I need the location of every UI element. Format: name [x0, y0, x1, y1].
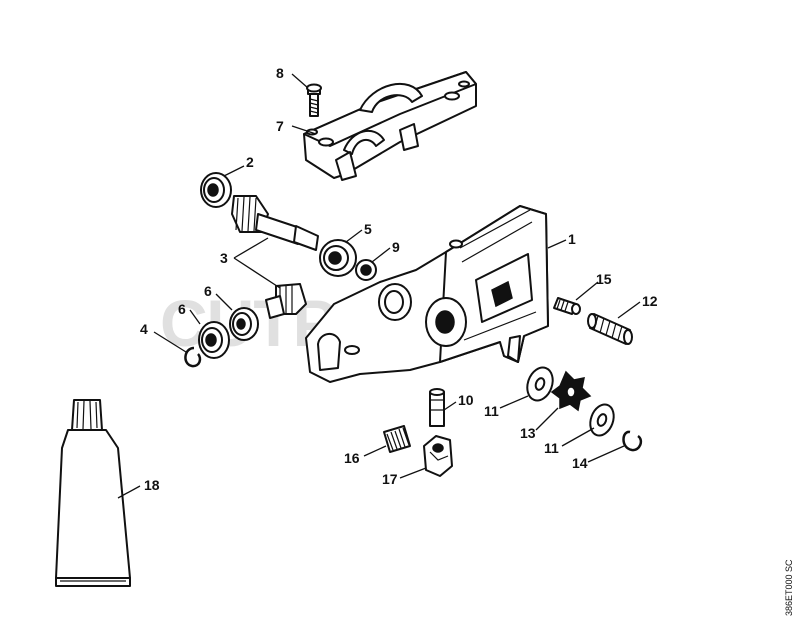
part-18-grease-tube: [55, 399, 131, 587]
callout-1: 1: [568, 231, 576, 247]
part-1-housing: [305, 205, 549, 383]
callout-7: 4: [140, 321, 148, 337]
callout-14: 12: [642, 293, 658, 309]
callout-18: 18: [144, 477, 160, 493]
part-13-circlip: [622, 430, 643, 452]
part-2-pin: [429, 388, 445, 427]
callout-2: 10: [458, 392, 474, 408]
callout-8: 7: [276, 118, 284, 134]
callout-12: 13: [520, 425, 536, 441]
part-14-stud: [587, 313, 633, 345]
part-3-bevel-gear-upper: [231, 195, 319, 251]
callout-9: 8: [276, 65, 284, 81]
callout-10: 9: [392, 239, 400, 255]
part-17-stud: [553, 297, 581, 315]
part-10-seal: [355, 259, 377, 281]
callout-17: 15: [596, 271, 612, 287]
part-11-washer-lower: [589, 403, 615, 437]
drawing-code: 386ET000 SC: [784, 559, 794, 616]
callout-4: 2: [246, 154, 254, 170]
part-15-nut: [423, 435, 453, 477]
part-5-bearing: [319, 239, 357, 277]
part-6-bearing-lower: [198, 321, 230, 359]
part-3-bevel-gear-lower: [265, 283, 307, 319]
part-12-sprocket: [550, 370, 592, 412]
callout-3: 3: [220, 250, 228, 266]
part-7-circlip: [184, 346, 202, 368]
part-11-washer-upper: [526, 366, 554, 402]
part-6-bearing-upper: [229, 307, 259, 341]
callout-6a: 6: [204, 283, 212, 299]
part-8-clamp: [303, 71, 477, 181]
callout-15: 17: [382, 471, 398, 487]
leader-lines: [117, 73, 641, 499]
part-9-screw: [306, 83, 322, 117]
part-4-bearing: [200, 172, 232, 208]
callout-5: 5: [364, 221, 372, 237]
callout-11b: 11: [544, 440, 559, 456]
callout-16: 16: [344, 450, 360, 466]
callout-11a: 11: [484, 403, 499, 419]
callout-13: 14: [572, 455, 588, 471]
callout-6b: 6: [178, 301, 186, 317]
part-16-spring: [383, 425, 411, 453]
callout-labels: 8 7 2 5 9 1 3 6 15 12 6 4 10 11 13 11 16…: [140, 65, 658, 493]
